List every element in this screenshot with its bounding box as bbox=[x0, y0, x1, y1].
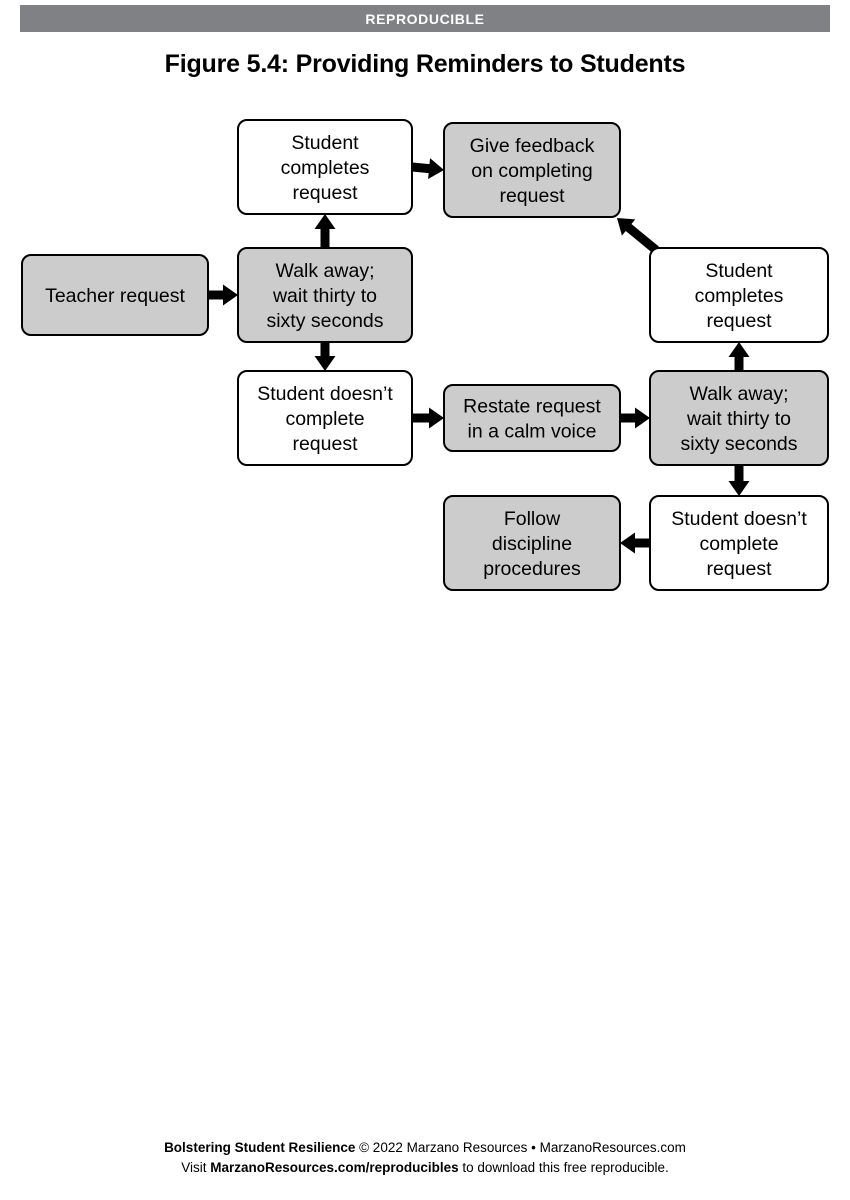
flow-node-label: in a calm voice bbox=[468, 421, 597, 443]
flow-node-student-doesnt-2: Student doesn’t complete request bbox=[649, 495, 829, 591]
flow-arrow-doesnt-to-restate bbox=[412, 407, 444, 429]
flow-node-box bbox=[21, 254, 209, 336]
flow-node-box bbox=[443, 122, 621, 218]
flow-node-label: request bbox=[706, 558, 772, 580]
flow-node-student-completes-1: Student completes request bbox=[237, 119, 413, 215]
flow-node-label: request bbox=[706, 310, 772, 332]
flow-node-label: complete bbox=[699, 533, 778, 555]
flow-arrow-completes2-to-feedback bbox=[617, 218, 659, 254]
flow-node-label: sixty seconds bbox=[266, 310, 383, 332]
flow-node-label: request bbox=[499, 185, 565, 207]
flow-node-label: Student bbox=[291, 132, 359, 154]
flow-node-label: sixty seconds bbox=[680, 433, 797, 455]
flow-node-student-completes-2: Student completes request bbox=[649, 247, 829, 343]
flow-node-label: wait thirty to bbox=[272, 285, 377, 307]
page-title: Figure 5.4: Providing Reminders to Stude… bbox=[164, 50, 686, 78]
flow-node-student-doesnt-1: Student doesn’t complete request bbox=[237, 370, 413, 466]
flow-node-label: Student doesn’t bbox=[671, 508, 807, 530]
footer-line-1: Bolstering Student Resilience © 2022 Mar… bbox=[0, 1138, 850, 1158]
flow-node-box bbox=[649, 370, 829, 466]
flow-arrow-teacher-to-walkaway bbox=[208, 284, 238, 306]
flow-arrow-doesnt2-to-discipline bbox=[620, 532, 650, 554]
flow-node-walk-away-1: Walk away; wait thirty to sixty seconds bbox=[237, 247, 413, 343]
reproducible-banner-label: REPRODUCIBLE bbox=[365, 10, 485, 27]
footer-book-title: Bolstering Student Resilience bbox=[164, 1140, 356, 1155]
flowchart-edges bbox=[208, 158, 750, 554]
flow-node-box bbox=[237, 370, 413, 466]
footer-reproducibles-url[interactable]: MarzanoResources.com/reproducibles bbox=[210, 1160, 459, 1175]
flow-node-label: completes bbox=[695, 285, 784, 307]
flow-node-box bbox=[237, 247, 413, 343]
reproducible-banner: REPRODUCIBLE bbox=[20, 5, 830, 32]
flow-arrow-walkaway-to-completes bbox=[314, 214, 336, 248]
flow-node-label: Student doesn’t bbox=[257, 383, 393, 405]
flow-arrow-restate-to-walkaway2 bbox=[620, 407, 650, 429]
flow-node-label: on completing bbox=[471, 160, 592, 182]
footer-visit-suffix: to download this free reproducible. bbox=[458, 1160, 669, 1175]
flow-node-label: request bbox=[292, 433, 358, 455]
flow-node-box bbox=[649, 495, 829, 591]
flow-node-label: Walk away; bbox=[690, 383, 789, 405]
footer-copyright: © 2022 Marzano Resources • MarzanoResour… bbox=[355, 1140, 686, 1155]
footer-visit-prefix: Visit bbox=[181, 1160, 211, 1175]
flow-node-box bbox=[443, 384, 621, 452]
flow-node-walk-away-2: Walk away; wait thirty to sixty seconds bbox=[649, 370, 829, 466]
flow-node-label: Teacher request bbox=[45, 285, 185, 307]
flow-node-label: completes bbox=[281, 157, 370, 179]
flow-node-label: discipline bbox=[492, 533, 572, 555]
flow-node-label: Student bbox=[705, 260, 773, 282]
flow-node-box bbox=[649, 247, 829, 343]
flow-node-label: Give feedback bbox=[470, 135, 595, 157]
flow-arrow-walkaway-to-doesnt bbox=[314, 342, 336, 371]
flow-arrow-completes-to-feedback bbox=[411, 158, 444, 180]
flow-node-label: Restate request bbox=[463, 396, 601, 418]
flow-node-teacher-request: Teacher request bbox=[21, 254, 209, 336]
flow-node-restate-request: Restate request in a calm voice bbox=[443, 384, 621, 452]
flow-node-box bbox=[443, 495, 621, 591]
flow-node-box bbox=[237, 119, 413, 215]
flow-node-label: request bbox=[292, 182, 358, 204]
flow-node-label: Walk away; bbox=[276, 260, 375, 282]
flow-node-label: wait thirty to bbox=[686, 408, 791, 430]
flow-node-give-feedback: Give feedback on completing request bbox=[443, 122, 621, 218]
footer-line-2: Visit MarzanoResources.com/reproducibles… bbox=[0, 1158, 850, 1178]
flow-node-label: Follow bbox=[504, 508, 561, 530]
flow-node-label: procedures bbox=[483, 558, 581, 580]
flow-node-follow-discipline: Follow discipline procedures bbox=[443, 495, 621, 591]
flow-arrow-walkaway2-to-doesnt2 bbox=[728, 465, 750, 496]
flow-arrow-walkaway2-to-completes2 bbox=[728, 342, 750, 371]
flow-node-label: complete bbox=[285, 408, 364, 430]
page-footer: Bolstering Student Resilience © 2022 Mar… bbox=[0, 1138, 850, 1178]
